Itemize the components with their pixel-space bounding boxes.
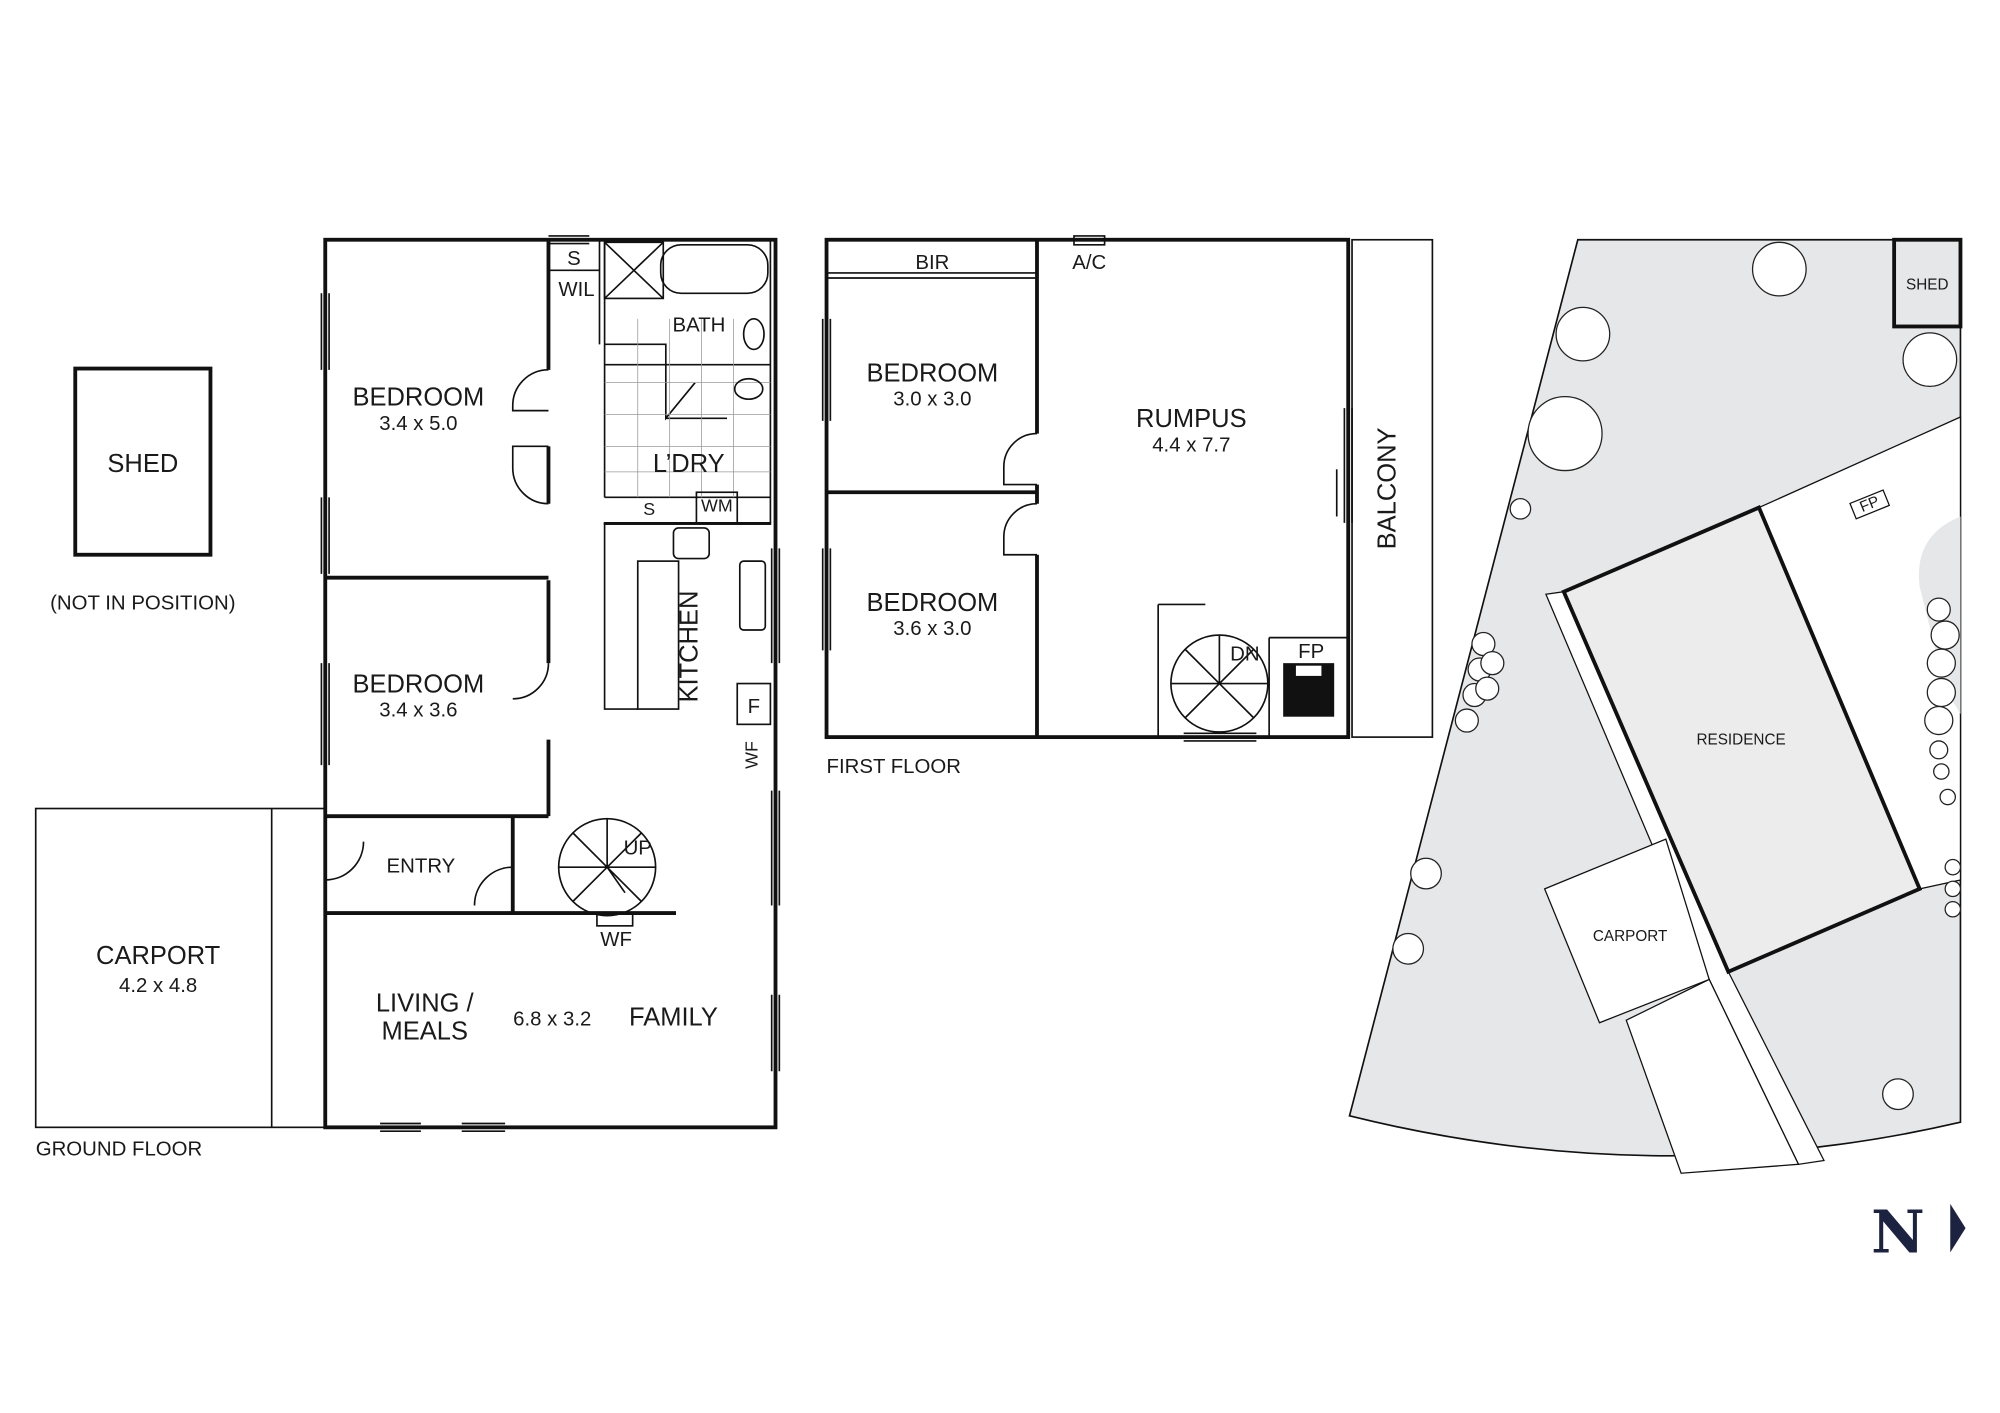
bedroom-3-size: 3.0 x 3.0 (893, 389, 971, 411)
site-shed-label: SHED (1906, 276, 1949, 293)
bir-label: BIR (915, 252, 949, 274)
first-floor-caption: FIRST FLOOR (827, 756, 961, 778)
bedroom-2-label: BEDROOM (352, 670, 484, 698)
fridge (736, 682, 772, 726)
living-size: 6.8 x 3.2 (513, 1008, 591, 1030)
fp-label: FP (1298, 641, 1324, 663)
bathtub-icon (659, 244, 769, 295)
site-plan: FP SHED RESIDENCE CARPORT N (1348, 237, 1966, 1266)
residence (1561, 505, 1923, 975)
carport-size: 4.2 x 4.8 (119, 975, 197, 997)
carport-label: CARPORT (96, 942, 220, 970)
north-arrow-icon (1950, 1203, 1966, 1253)
shelf-label: S (567, 248, 581, 270)
shelf-label-laundry: S (643, 499, 655, 519)
rumpus-size: 4.4 x 7.7 (1152, 434, 1230, 456)
north-arrow: N (1871, 1197, 1966, 1266)
up-label: UP (624, 837, 652, 859)
balcony-label: BALCONY (1373, 427, 1401, 549)
meals-label: MEALS (382, 1017, 468, 1045)
wf-label-1: WF (742, 741, 762, 769)
tree-icons (1392, 241, 1962, 1111)
shed (73, 366, 213, 557)
bedroom-3-label: BEDROOM (867, 359, 999, 387)
fridge-label: F (748, 696, 760, 718)
bath-label: BATH (673, 315, 726, 337)
toilet-icon (733, 377, 764, 400)
kitchen-label: KITCHEN (676, 591, 704, 703)
site-shed (1892, 237, 1963, 329)
bedroom-1-size: 3.4 x 5.0 (379, 413, 457, 435)
laundry-label: L’DRY (653, 450, 725, 478)
dn-label: DN (1230, 644, 1259, 666)
wm-label: WM (701, 495, 733, 515)
bedroom-2-size: 3.4 x 3.6 (379, 700, 457, 722)
shower-icon (603, 241, 665, 300)
cooktop-icon (672, 527, 711, 560)
ground-floor-caption: GROUND FLOOR (36, 1138, 203, 1160)
entry-label: ENTRY (387, 855, 456, 877)
bedroom-4-size: 3.6 x 3.0 (893, 618, 971, 640)
site-carport (1543, 838, 1710, 1024)
first-floor: BEDROOM 3.0 x 3.0 BEDROOM 3.6 x 3.0 RUMP… (821, 235, 1434, 778)
living-label: LIVING / (376, 989, 475, 1017)
north-label: N (1871, 1197, 1925, 1266)
bedroom-4-label: BEDROOM (867, 589, 999, 617)
first-floor-outline (824, 237, 1351, 740)
fp-marker: FP (1849, 489, 1891, 520)
wf-label-2: WF (600, 929, 632, 951)
fp-site-label: FP (1857, 493, 1881, 516)
vanity-basin-icon (742, 317, 765, 351)
ground-floor: SHED (NOT IN POSITION) CARPORT 4.2 x 4.8 (34, 235, 781, 1160)
rumpus-label: RUMPUS (1136, 405, 1247, 433)
shed-note: (NOT IN POSITION) (50, 593, 235, 615)
family-label: FAMILY (629, 1003, 718, 1031)
site-carport-label: CARPORT (1593, 928, 1668, 945)
residence-label: RESIDENCE (1696, 732, 1785, 749)
sink-icon (738, 560, 767, 631)
shed-label: SHED (107, 450, 178, 478)
kitchen-island (636, 560, 680, 710)
wil-label: WIL (558, 279, 594, 301)
bedroom-1-label: BEDROOM (352, 384, 484, 412)
ac-label: A/C (1072, 252, 1106, 274)
tile-floor (604, 318, 771, 498)
